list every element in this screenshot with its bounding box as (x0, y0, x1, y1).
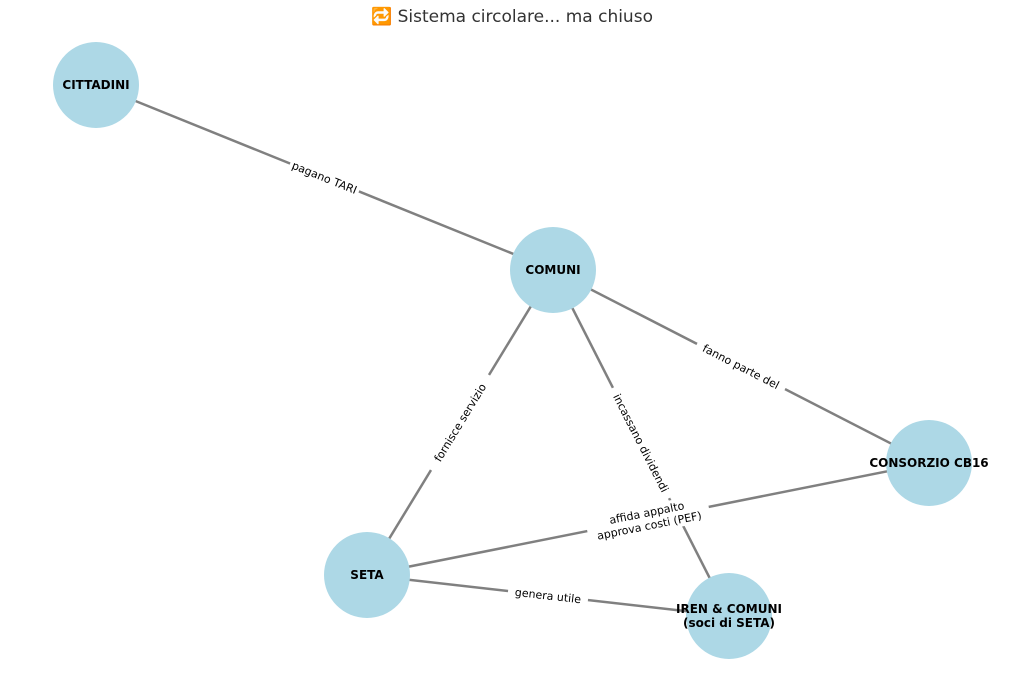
edge-label-text: fanno parte del (700, 342, 781, 392)
edge-label-cittadini-comuni: pagano TARI (287, 156, 362, 199)
edge-label-text: fornisce servizio (432, 381, 490, 464)
node-label: IREN & COMUNI (676, 602, 782, 616)
node-circle (686, 573, 772, 659)
edge-label-comuni-iren: incassano dividendi (606, 384, 676, 502)
node-label: SETA (350, 568, 384, 582)
node-circle (886, 420, 972, 506)
edge-label-seta-iren: genera utile (507, 583, 589, 608)
node-label: COMUNI (525, 263, 580, 277)
node-comuni: COMUNI (510, 227, 596, 313)
edge-label-background (693, 337, 789, 396)
edge-label-background (287, 156, 362, 199)
edge-label-text: incassano dividendi (610, 392, 671, 495)
node-circle (324, 532, 410, 618)
edge-label-seta-comuni: fornisce servizio (424, 371, 496, 474)
edge-label-background (507, 583, 589, 608)
edge-label-comuni-consorzio: fanno parte del (693, 337, 789, 396)
node-label: CITTADINI (62, 78, 129, 92)
edge-label-background (606, 384, 676, 502)
node-consorzio: CONSORZIO CB16 (869, 420, 989, 506)
edge-label-text: pagano TARI (290, 159, 359, 197)
node-label: (soci di SETA) (683, 616, 775, 630)
node-cittadini: CITTADINI (53, 42, 139, 128)
node-circle (510, 227, 596, 313)
diagram-title: 🔁 Sistema circolare... ma chiuso (371, 6, 653, 27)
node-circle (53, 42, 139, 128)
edge-label-background (584, 493, 712, 545)
node-iren: IREN & COMUNI(soci di SETA) (676, 573, 782, 659)
node-label: CONSORZIO CB16 (869, 456, 988, 470)
edge-label-text: genera utile (514, 586, 582, 606)
edge-label-background (424, 371, 496, 474)
node-seta: SETA (324, 532, 410, 618)
edges-layer (95, 83, 930, 618)
